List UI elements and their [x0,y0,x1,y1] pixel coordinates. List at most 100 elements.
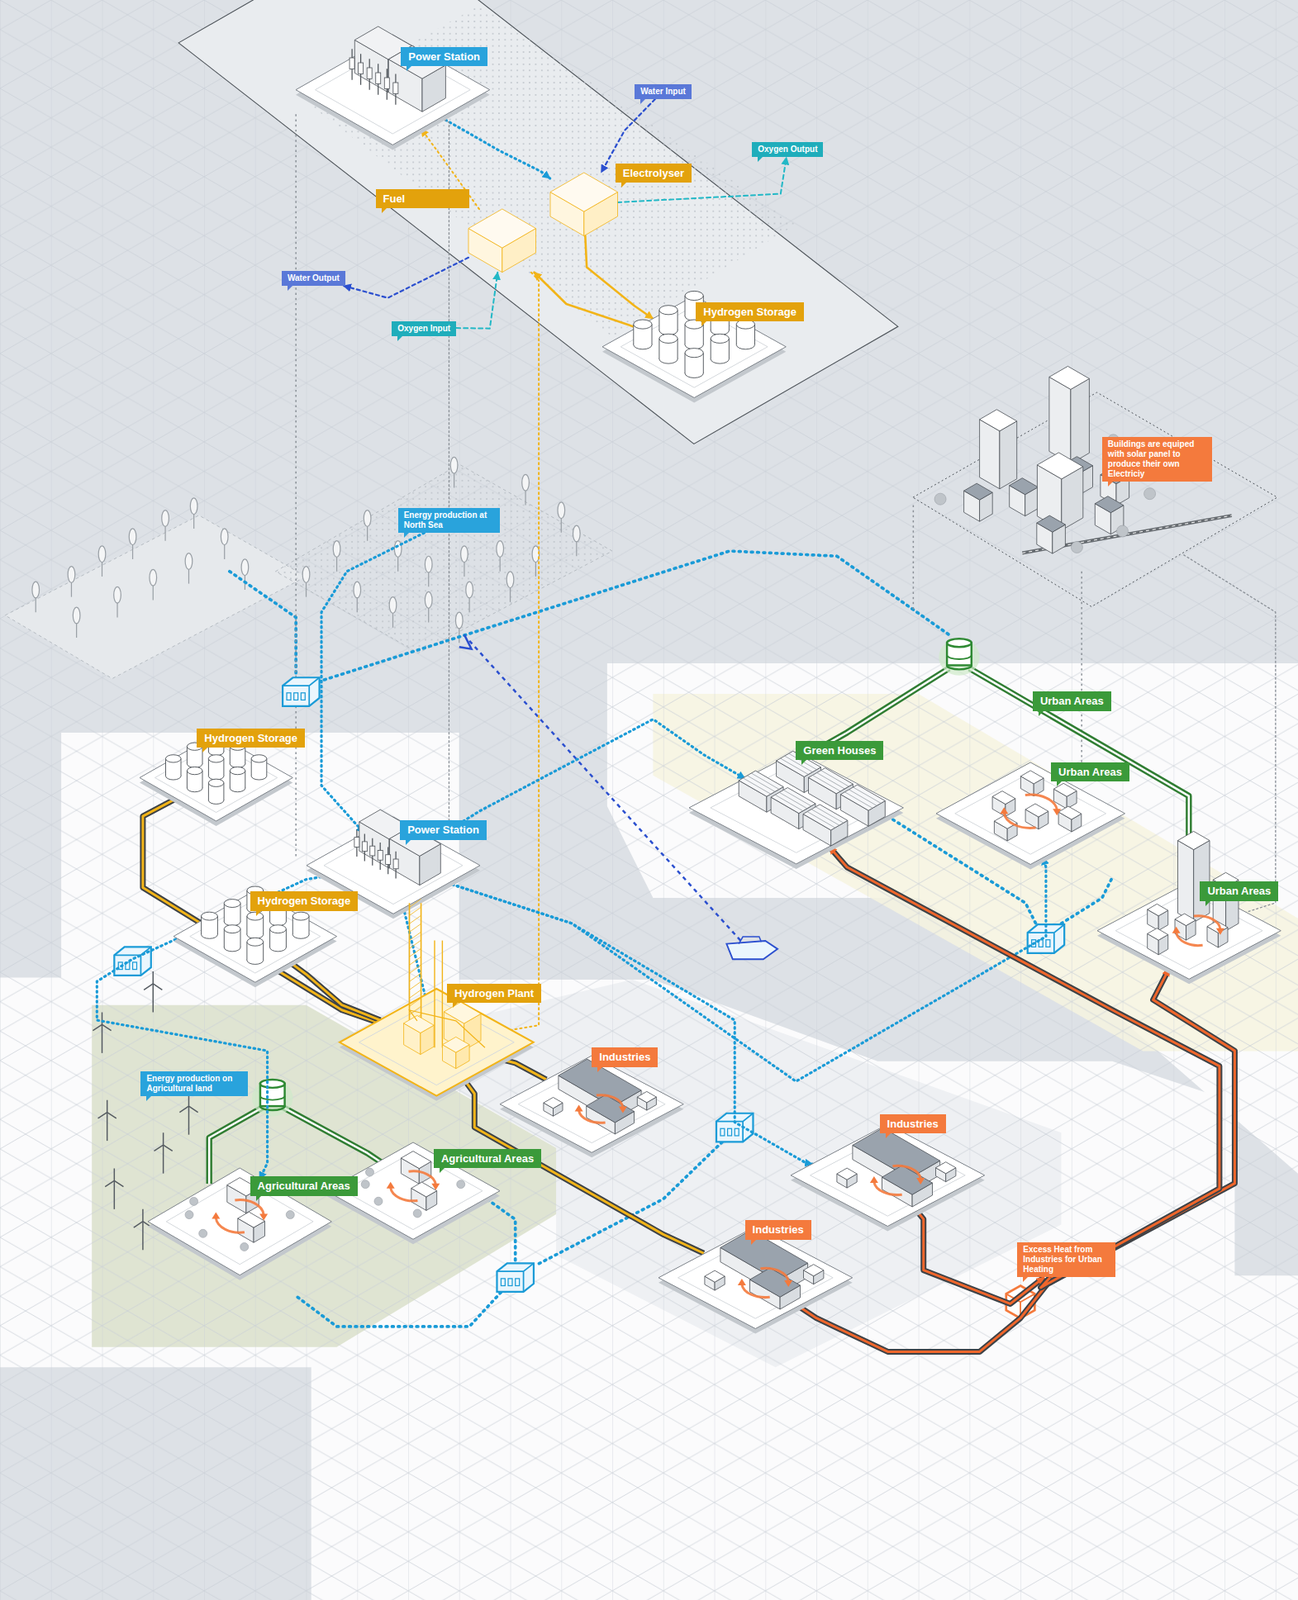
callout-tag: Industries [745,1220,812,1241]
illustration-part [209,779,225,787]
illustration-part [401,1150,432,1169]
illustration-part [223,758,225,776]
hydrogen-storage: Hydrogen Storage [602,295,786,399]
illustration-part [618,1106,628,1113]
callout-tag: Oxygen Input [391,319,457,337]
label-text: Urban Areas [1040,694,1104,709]
illustration-part [409,932,422,942]
illustration-part [499,1055,684,1153]
map-graphic [816,668,950,751]
illustration-part [409,899,422,909]
industry-site: Industries [790,1124,985,1227]
illustration-part [702,324,704,346]
callout-tag: Energy production at North Sea [398,508,501,533]
map-graphic [450,456,458,488]
illustration-part [751,773,780,790]
illustration-part [266,758,268,776]
map-graphic [149,569,157,600]
illustration-part [209,754,225,762]
illustration-part [979,419,1000,490]
illustration-part [180,758,182,776]
illustration-part [735,324,737,346]
illustration-part [840,784,885,811]
connector [430,117,449,838]
connector [321,532,424,833]
illustration-part [245,746,247,764]
callout-tag: Fuel [375,189,471,210]
illustration-part [848,789,877,807]
map-graphic [143,971,162,1013]
connector-line [430,117,449,838]
illustration-part [964,484,994,501]
map-graphic [816,668,950,751]
illustration-part [292,912,310,921]
illustration-part [208,782,210,800]
illustration-part [979,409,1018,432]
illustration-part [659,305,678,315]
map-graphic [114,586,122,618]
map-graphic [938,638,980,676]
platform-illustration [912,366,1278,608]
illustration-part [586,1094,635,1123]
solar-buildings: Buildings are equiped with solar panel t… [912,392,1278,607]
connector [142,798,377,1023]
illustration-part [704,1270,725,1283]
illustration-part [784,1279,793,1287]
label-text: Energy production on Agricultural land [146,1074,243,1094]
illustration-part [1095,496,1125,514]
map-graphic [220,528,229,560]
platform-illustration [468,209,537,273]
illustration-part [247,938,264,947]
connector [502,1060,547,1080]
connector [601,99,656,173]
pipe-casing [502,1060,547,1080]
illustration-part [456,1179,466,1189]
illustration-part [999,807,1008,814]
illustration-part [239,903,241,923]
illustration-part [1052,808,1061,816]
illustration-part [936,767,1126,871]
illustration-part [353,836,359,847]
illustration-part [374,1197,383,1206]
map-graphic [282,1107,383,1164]
illustration-part [251,758,252,776]
map-graphic [557,502,566,533]
illustration-part [442,1037,471,1054]
greenhouse-site: Green Houses [689,751,904,865]
map-graphic [332,541,341,572]
illustration-part [637,1091,657,1103]
illustration-part [760,1268,789,1282]
illustration-part [658,309,660,331]
illustration-part [270,925,287,934]
map-graphic [178,0,899,444]
illustration-part [807,812,836,829]
connector-line [321,532,424,833]
illustration-part [1117,526,1129,538]
map-graphic [506,571,514,603]
illustration-part [339,988,534,1097]
illustration-part [783,790,812,807]
illustration-part [808,768,853,795]
illustration-part [185,1210,194,1219]
illustration-part [1009,478,1039,495]
illustration-part [803,804,848,831]
label-text: Industries [599,1050,651,1065]
map-graphic [190,498,198,529]
callout-tag: Energy production at North Sea [398,508,501,533]
illustration-part [836,1168,857,1180]
platform-illustration [790,1124,985,1227]
map-graphic [459,634,472,649]
map-graphic [424,591,433,623]
illustration-part [375,72,381,84]
illustration-part [393,82,399,94]
illustration-part [658,338,660,360]
illustration-part [684,295,685,317]
illustration-part [728,338,730,360]
illustration-part [676,309,678,331]
map-graphic [572,525,581,557]
label-text: Energy production at North Sea [404,510,495,531]
illustration-part [223,899,241,909]
